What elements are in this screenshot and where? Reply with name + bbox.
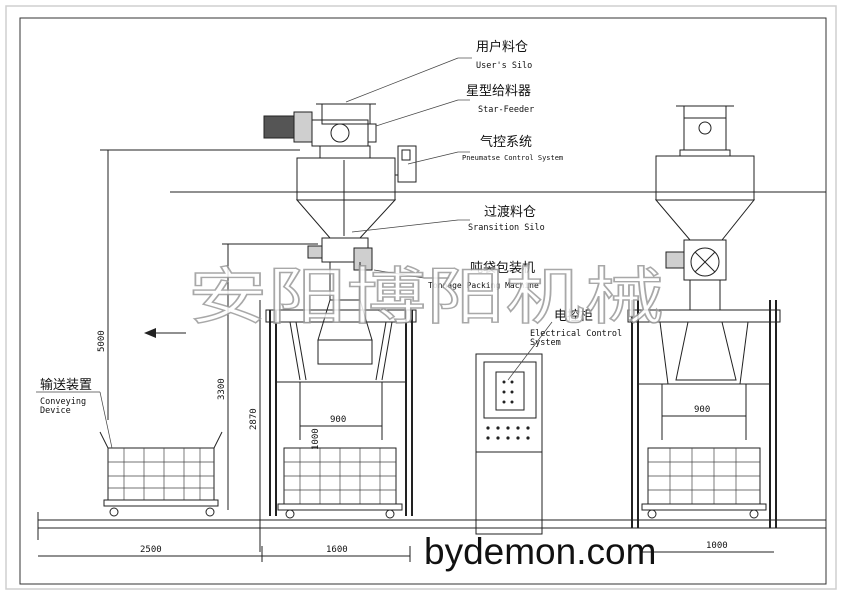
dim-2870: 2870 — [249, 408, 259, 430]
electrical-cabinet — [475, 353, 543, 535]
label-pneumatic-cn: 气控系统 — [480, 134, 532, 150]
pneumatic-control-box — [397, 145, 417, 183]
dim-900-right: 900 — [694, 405, 710, 415]
label-packing-cn: 吨袋包装机 — [470, 261, 535, 276]
label-conveying-en-1: Conveying — [40, 397, 86, 407]
right-machine — [627, 105, 781, 528]
label-packing-en: Tonnage Packing Machine — [428, 281, 539, 290]
label-star-feeder-en: Star-Feeder — [478, 105, 534, 115]
dim-5000: 5000 — [97, 330, 107, 352]
label-transition-cn: 过渡料仓 — [484, 204, 536, 220]
label-electrical-en-2: System — [530, 338, 561, 348]
leader-lines — [36, 57, 553, 449]
label-electrical-en-1: Electrical Control — [530, 329, 622, 339]
right-packing-head — [683, 239, 727, 281]
dim-1600: 1600 — [326, 545, 348, 555]
transition-silo-cone — [295, 199, 397, 239]
gearbox — [293, 111, 313, 143]
dim-1000-depth: 1000 — [311, 428, 321, 450]
transition-silo-body — [296, 157, 396, 201]
brand-text: bydemon.com — [424, 531, 656, 572]
dim-right-width: 1000 — [706, 541, 728, 551]
machine-frame-top — [265, 309, 417, 323]
dimension-lines — [38, 149, 774, 562]
label-conveying-en-2: Device — [40, 406, 71, 416]
label-electrical-cn: 电控柜 — [554, 309, 593, 324]
right-silo-inlet — [683, 105, 727, 151]
label-transition-en: Sransition Silo — [468, 223, 545, 233]
conveying-device — [99, 431, 223, 517]
label-user-silo-cn: 用户料仓 — [476, 39, 528, 55]
watermark-text: 安阳博阳机械 — [188, 260, 664, 333]
feeder-motor — [263, 115, 295, 139]
cabinet-screen — [495, 371, 525, 411]
right-transition-silo — [655, 155, 755, 201]
silo-inlet — [321, 103, 371, 125]
label-user-silo-en: User's Silo — [476, 61, 532, 71]
label-star-feeder-cn: 星型给料器 — [466, 84, 531, 99]
drawing-border — [19, 17, 827, 585]
dim-3300: 3300 — [217, 378, 227, 400]
conveying-direction-arrow — [144, 328, 186, 338]
floor — [37, 512, 826, 540]
label-pneumatic-en: Pneumatse Control System — [462, 154, 563, 162]
left-machine — [263, 103, 417, 519]
label-conveying-cn: 输送装置 — [40, 377, 92, 393]
dim-2500: 2500 — [140, 545, 162, 555]
outer-frame — [5, 5, 837, 590]
dim-900-left: 900 — [330, 415, 346, 425]
